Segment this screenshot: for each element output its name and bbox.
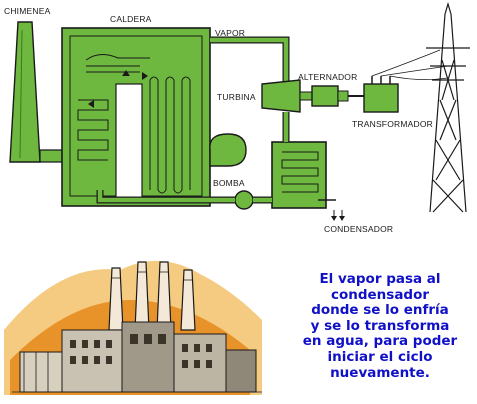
caption-line: nuevamente. <box>330 364 430 381</box>
caption-line: condensador <box>330 286 430 303</box>
label-bomba: BOMBA <box>213 178 245 188</box>
caption-text: El vapor pasa al condensador donde se lo… <box>296 271 464 381</box>
power-line-tower-icon <box>426 1 470 213</box>
chimney-illustration <box>9 21 41 163</box>
alternator-illustration <box>311 85 349 107</box>
boiler-illustration <box>61 27 211 207</box>
label-turbina: TURBINA <box>217 92 256 102</box>
label-alternador: ALTERNADOR <box>298 72 357 82</box>
caption-line: y se lo transforma <box>310 317 450 334</box>
label-transformador: TRANSFORMADOR <box>352 119 433 129</box>
label-vapor: VAPOR <box>215 28 245 38</box>
caption-line: en agua, para poder <box>302 333 458 350</box>
caption-line: donde se lo enfría <box>311 302 449 319</box>
label-condensador: CONDENSADOR <box>324 224 393 234</box>
label-caldera: CALDERA <box>110 14 152 24</box>
power-plant-illustration <box>4 260 262 395</box>
flue-duct <box>39 149 63 163</box>
caption-line: El vapor pasa al <box>319 271 441 287</box>
return-pipe <box>96 190 272 204</box>
steam-pipe <box>210 36 290 84</box>
caption-line: iniciar el ciclo <box>327 348 433 365</box>
transformer-illustration <box>363 76 399 113</box>
condenser-illustration <box>271 141 345 221</box>
turbine-illustration <box>261 79 313 113</box>
label-chimenea: CHIMENEA <box>4 6 51 16</box>
transmission-wires <box>371 49 449 80</box>
